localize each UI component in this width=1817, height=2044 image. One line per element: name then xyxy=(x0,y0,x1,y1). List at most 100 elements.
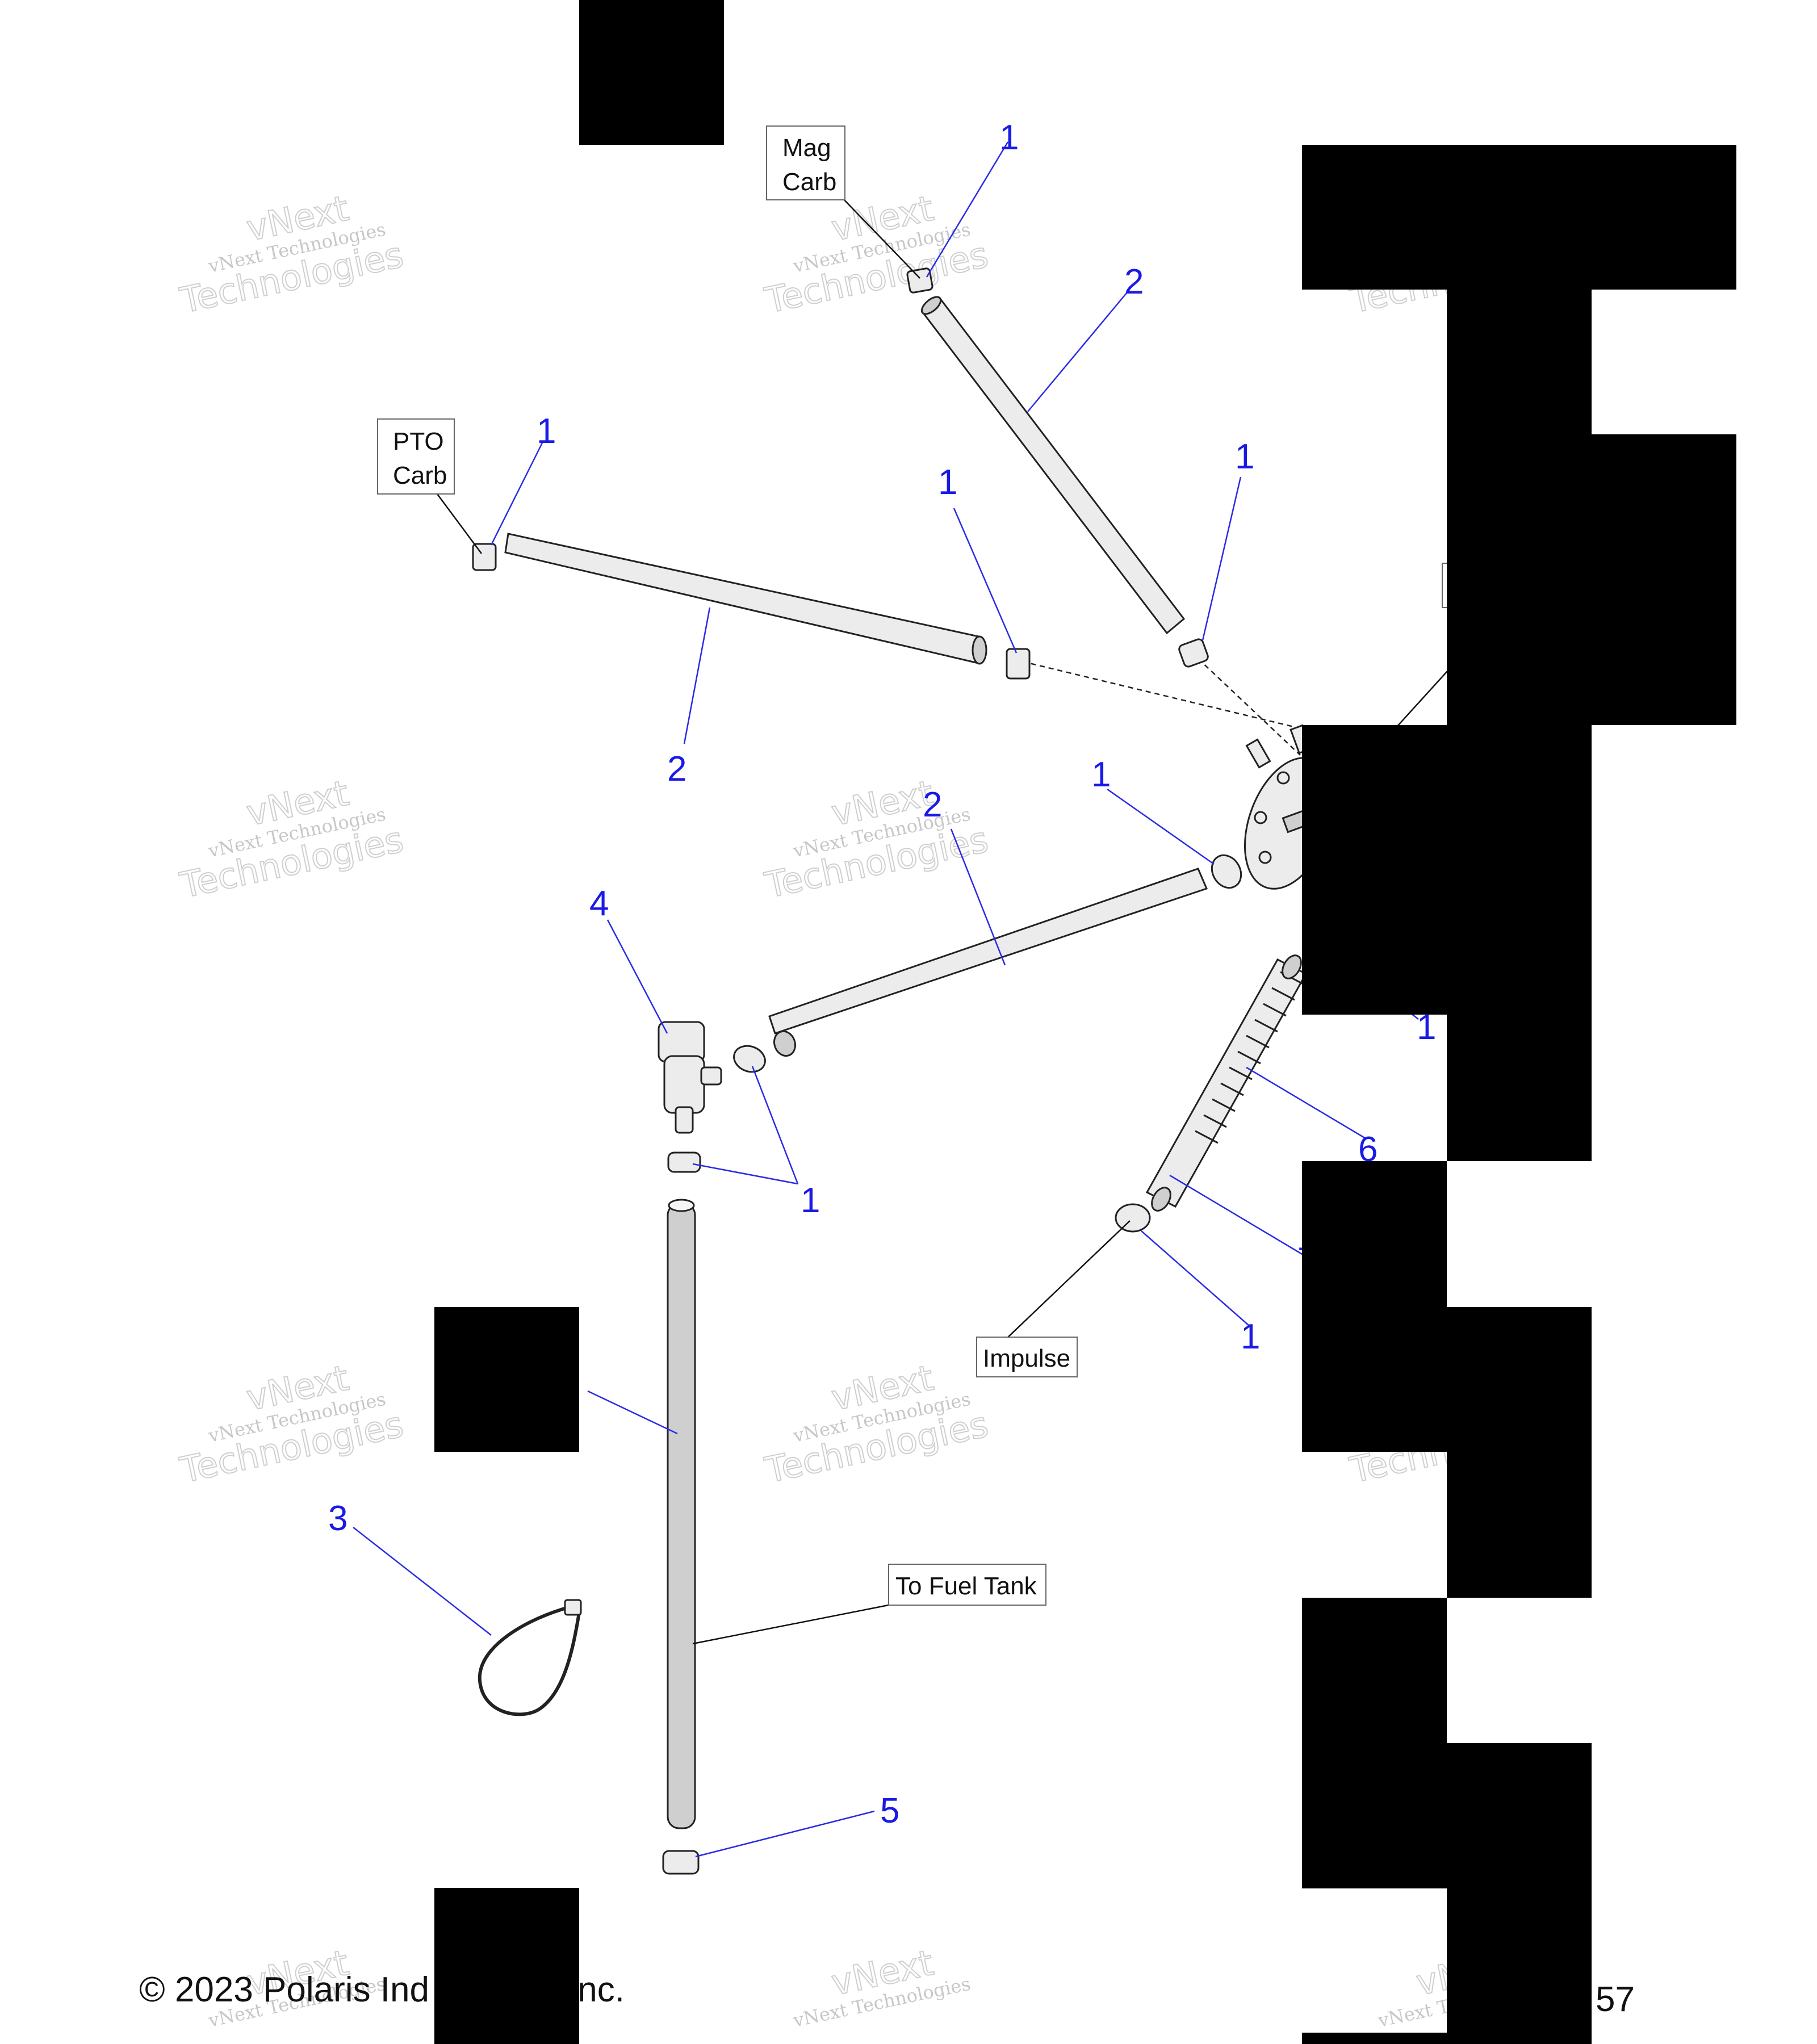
mag-clamp xyxy=(906,267,933,294)
pto-carb-label: PTO Carb xyxy=(377,418,455,495)
watermark-6: vNext vNext Technologies Technologies xyxy=(176,1356,408,1492)
redaction-left-2 xyxy=(434,1888,579,2044)
watermark-10: vNext vNext Technologies xyxy=(791,1941,973,2032)
spring-coil-3 xyxy=(1263,1003,1287,1017)
impulse-box xyxy=(976,1337,1078,1377)
leader-c3-tie xyxy=(353,1527,492,1636)
clamp-pump-mid xyxy=(1211,854,1242,889)
valve-clamp-bottom xyxy=(667,1151,701,1173)
redaction-right-3 xyxy=(1447,434,1736,725)
spring-body xyxy=(1145,958,1308,1208)
fuel-tank-hose-end xyxy=(668,1199,695,1212)
middle-hose-end xyxy=(773,1030,797,1057)
cable-tie xyxy=(478,1599,582,1716)
leader-c1-pump-mid xyxy=(1107,788,1215,865)
fuel-tank-label: To Fuel Tank xyxy=(888,1564,1046,1606)
callout-1-valve: 1 xyxy=(801,1181,820,1220)
mid-clamp xyxy=(1006,648,1031,680)
spring-coil-4 xyxy=(1254,1019,1278,1033)
callout-numbers: 1 2 1 1 1 2 1 2 4 1 6 7 1 1 3 5 xyxy=(328,118,1436,1831)
redaction-right-1 xyxy=(1302,145,1736,290)
fuel-tank-text: To Fuel Tank xyxy=(895,1572,1037,1600)
valve-clamp-right xyxy=(733,1045,766,1073)
redaction-top xyxy=(579,0,724,145)
redaction-right-4 xyxy=(1302,725,1592,1015)
mag-carb-label: Mag Carb xyxy=(766,125,845,200)
fuel-pump-screw-3 xyxy=(1258,851,1272,864)
leader-c5-clamp xyxy=(695,1810,875,1858)
callout-1-pump-top: 1 xyxy=(1235,437,1254,476)
redaction-right-2 xyxy=(1447,290,1592,434)
watermark-5: vNext vNext Technologies Technologies xyxy=(761,772,993,907)
spring-coil-7 xyxy=(1229,1066,1253,1080)
spring-coil-6 xyxy=(1237,1050,1261,1065)
spring-coils xyxy=(1195,971,1304,1144)
watermark-1: vNext vNext Technologies Technologies xyxy=(176,187,408,322)
mag-clamp-body xyxy=(906,267,933,294)
redaction-right-9 xyxy=(1447,1743,1592,2044)
leader-fuel-tank xyxy=(692,1603,895,1645)
redaction-right-8 xyxy=(1302,1598,1447,1888)
spring-coil-5 xyxy=(1246,1034,1270,1049)
dashed-line-mag xyxy=(1198,658,1301,756)
pto-carb-line1: PTO xyxy=(393,428,444,455)
watermark-7: vNext vNext Technologies Technologies xyxy=(761,1356,993,1492)
middle-hose-body xyxy=(768,868,1208,1034)
leader-c1-mid xyxy=(953,508,1018,654)
valve-clamps xyxy=(667,1045,766,1173)
leader-c7-hose xyxy=(1169,1174,1304,1256)
watermark-4: vNext vNext Technologies Technologies xyxy=(176,772,408,907)
fuel-pump-screw-2 xyxy=(1276,771,1290,785)
clamp-pump-mid-body xyxy=(1211,854,1242,889)
fuel-valve-side-port xyxy=(700,1066,722,1086)
label-leader-lines xyxy=(436,195,1454,1645)
redaction-blocks xyxy=(434,0,1736,2044)
callout-4-valve: 4 xyxy=(589,884,609,923)
spring-hose-bottom-end xyxy=(1151,1187,1171,1212)
leader-c1-mag xyxy=(926,141,1009,278)
leader-c1-pump-top xyxy=(1201,476,1242,641)
pto-carb-box xyxy=(377,418,455,495)
dashed-line-pto xyxy=(1021,660,1318,734)
leader-c1-valve-right xyxy=(751,1066,799,1184)
callout-1-pump-mid: 1 xyxy=(1091,755,1111,794)
callout-1-mid: 1 xyxy=(938,463,957,502)
callout-2-mid: 2 xyxy=(923,785,942,824)
leader-c1-pto xyxy=(490,442,543,546)
callout-1-pto: 1 xyxy=(537,412,556,451)
pto-carb-line2: Carb xyxy=(393,462,447,489)
fuel-tank-box xyxy=(888,1564,1046,1606)
spring-coil-9 xyxy=(1212,1098,1236,1112)
middle-hose xyxy=(768,868,1208,1057)
leader-c2-mag xyxy=(1027,292,1128,412)
bottom-clamp-body xyxy=(662,1850,700,1875)
impulse-label: Impulse xyxy=(976,1337,1078,1377)
footer-copyright: © 2023 Polaris Ind xyxy=(139,1970,429,2009)
mag-hose-body xyxy=(921,296,1186,635)
pto-carb-hose xyxy=(504,533,987,665)
mag-carb-box xyxy=(766,125,845,200)
impulse-clamp-body xyxy=(1115,1203,1151,1233)
leader-impulse xyxy=(1004,1220,1131,1341)
fuel-valve-outlet xyxy=(675,1106,694,1134)
leader-c1-valve-bottom xyxy=(692,1163,798,1185)
mag-carb-line1: Mag xyxy=(782,134,831,162)
leader-fuel-hose xyxy=(587,1390,678,1435)
pto-hose-body xyxy=(504,533,982,664)
callout-5-clamp: 5 xyxy=(880,1791,899,1831)
leader-pto-carb xyxy=(436,493,483,554)
footer-page-fragment: 57 xyxy=(1596,1980,1635,2019)
clamp-pump-top xyxy=(1178,638,1209,668)
callout-1-mag: 1 xyxy=(999,118,1019,157)
callout-1-impulse: 1 xyxy=(1241,1317,1260,1356)
leader-c6-spring xyxy=(1246,1066,1366,1140)
fuel-pump-screw-1 xyxy=(1254,811,1267,824)
cable-tie-loop xyxy=(478,1605,581,1716)
impulse-clamp xyxy=(1115,1203,1151,1233)
cable-tie-head xyxy=(564,1599,582,1616)
leader-c1-impulse xyxy=(1141,1230,1250,1326)
redaction-left-1 xyxy=(434,1307,579,1452)
bottom-clamp xyxy=(662,1850,700,1875)
leader-c4-valve xyxy=(606,919,668,1034)
